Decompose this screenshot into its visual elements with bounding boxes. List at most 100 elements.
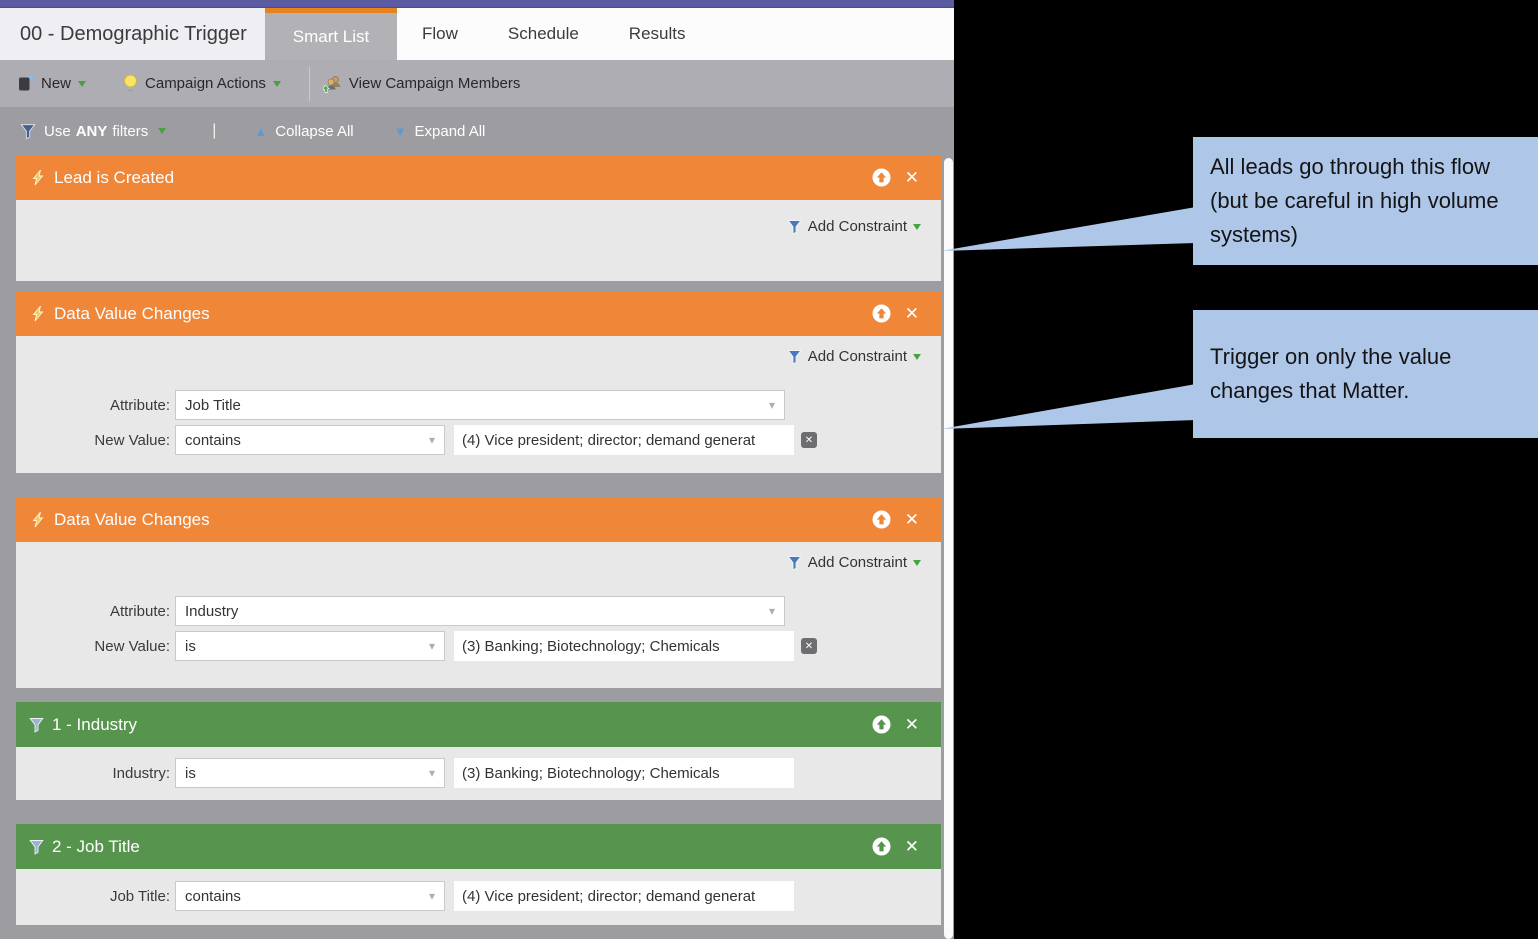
people-add-icon: [322, 75, 342, 93]
filter-value-row: Industry: is ▾ (3) Banking; Biotechnolog…: [16, 758, 794, 788]
select-value: Industry: [185, 602, 239, 620]
select-value: Job Title: [185, 396, 241, 414]
dropdown-arrow-icon: [913, 353, 921, 360]
toolbar-divider: [308, 66, 310, 101]
tab-flow[interactable]: Flow: [397, 8, 483, 60]
chevron-down-icon: ▾: [428, 639, 435, 653]
tab-schedule[interactable]: Schedule: [483, 8, 604, 60]
add-constraint-label: Add Constraint: [807, 218, 907, 235]
value-field[interactable]: (4) Vice president; director; demand gen…: [454, 881, 794, 911]
delete-card-button[interactable]: ✕: [904, 837, 919, 856]
dropdown-arrow-icon: [272, 80, 281, 87]
campaign-actions-button[interactable]: Campaign Actions: [123, 74, 281, 93]
move-to-top-button[interactable]: [872, 304, 891, 323]
select-value: contains: [185, 887, 241, 905]
tab-label: Flow: [422, 24, 458, 43]
chevron-down-icon: ▾: [768, 398, 775, 412]
dropdown-arrow-icon: [158, 128, 167, 134]
view-campaign-members-button[interactable]: View Campaign Members: [322, 75, 520, 93]
new-button[interactable]: New: [18, 75, 87, 92]
funnel-icon: [20, 123, 36, 140]
field-label: Job Title:: [109, 887, 170, 905]
callout-tail: [941, 207, 1196, 251]
card-header[interactable]: Lead is Created ✕: [16, 155, 941, 200]
use-label: Use: [44, 122, 71, 140]
card-title: Lead is Created: [54, 167, 175, 187]
collapse-all-button[interactable]: ▲ Collapse All: [254, 123, 353, 140]
delete-card-button[interactable]: ✕: [904, 304, 919, 323]
chevron-down-icon: ▾: [428, 433, 435, 447]
trigger-card-data-value-changes-industry: Data Value Changes ✕ Add Constraint: [16, 497, 941, 688]
new-label: New: [41, 75, 72, 92]
operator-select[interactable]: is ▾: [175, 758, 445, 788]
toolbar: New Campaign Actions: [0, 60, 954, 107]
lightning-icon: [29, 169, 46, 186]
delete-card-button[interactable]: ✕: [904, 715, 919, 734]
operator-select[interactable]: contains ▾: [175, 881, 445, 911]
move-to-top-button[interactable]: [872, 715, 891, 734]
card-body: Add Constraint: [16, 200, 941, 281]
operator-select[interactable]: is ▾: [175, 631, 445, 661]
triangle-down-icon: ▼: [393, 123, 407, 139]
add-constraint-button[interactable]: Add Constraint: [787, 554, 921, 571]
funnel-icon: [29, 717, 44, 733]
page-title: 00 - Demographic Trigger: [0, 8, 265, 60]
filters-label: filters: [112, 122, 149, 140]
move-to-top-button[interactable]: [872, 510, 891, 529]
select-value: contains: [185, 431, 241, 449]
expand-all-label: Expand All: [414, 122, 486, 140]
add-constraint-label: Add Constraint: [807, 348, 907, 365]
filter-card-job-title: 2 - Job Title ✕ Job Title: contains ▾ (4…: [16, 824, 941, 925]
card-body: Add Constraint Attribute: Job Title ▾ Ne…: [16, 336, 941, 473]
move-to-top-button[interactable]: [872, 837, 891, 856]
dropdown-arrow-icon: [78, 80, 87, 87]
card-title: Data Value Changes: [54, 303, 210, 323]
card-header[interactable]: Data Value Changes ✕: [16, 497, 941, 542]
funnel-plus-icon: [787, 349, 802, 365]
tab-label: Results: [628, 24, 686, 43]
clear-value-button[interactable]: ✕: [801, 638, 817, 654]
tab-label: Schedule: [507, 24, 579, 43]
callout-tail: [941, 384, 1196, 429]
scrollbar[interactable]: [944, 158, 953, 939]
funnel-icon: [29, 839, 44, 855]
add-constraint-button[interactable]: Add Constraint: [787, 218, 921, 235]
attribute-select[interactable]: Job Title ▾: [175, 390, 785, 420]
value-field[interactable]: (4) Vice president; director; demand gen…: [454, 425, 794, 455]
add-constraint-button[interactable]: Add Constraint: [787, 348, 921, 365]
card-body: Industry: is ▾ (3) Banking; Biotechnolog…: [16, 747, 941, 800]
field-label: New Value:: [94, 431, 170, 449]
lightning-icon: [29, 511, 46, 528]
trigger-card-data-value-changes-job-title: Data Value Changes ✕ Add Constraint: [16, 291, 941, 473]
tab-label: Smart List: [292, 26, 370, 46]
triangle-up-icon: ▲: [254, 123, 268, 139]
operator-select[interactable]: contains ▾: [175, 425, 445, 455]
tab-smart-list[interactable]: Smart List: [265, 8, 397, 60]
expand-all-button[interactable]: ▼ Expand All: [394, 123, 486, 140]
card-title: Data Value Changes: [54, 509, 210, 529]
attribute-select[interactable]: Industry ▾: [175, 596, 785, 626]
collapse-all-label: Collapse All: [275, 122, 354, 140]
dropdown-arrow-icon: [913, 223, 921, 230]
tab-results[interactable]: Results: [604, 8, 711, 60]
value-field[interactable]: (3) Banking; Biotechnology; Chemicals: [454, 631, 794, 661]
card-header[interactable]: 2 - Job Title ✕: [16, 824, 941, 869]
select-value: is: [185, 637, 196, 655]
filter-rule-bar: Use ANY filters | ▲ Collapse All ▼ Expan…: [0, 107, 954, 155]
trigger-card-lead-is-created: Lead is Created ✕ Add Constraint: [16, 155, 941, 281]
filter-mode-value: ANY: [75, 122, 108, 140]
divider: |: [212, 122, 217, 139]
move-to-top-button[interactable]: [872, 168, 891, 187]
value-field[interactable]: (3) Banking; Biotechnology; Chemicals: [454, 758, 794, 788]
use-any-filters-dropdown[interactable]: Use ANY filters: [44, 122, 167, 140]
clear-value-button[interactable]: ✕: [801, 432, 817, 448]
delete-card-button[interactable]: ✕: [904, 510, 919, 529]
card-header[interactable]: Data Value Changes ✕: [16, 291, 941, 336]
field-label: Attribute:: [109, 396, 170, 414]
notebook-icon: [18, 75, 34, 92]
delete-card-button[interactable]: ✕: [904, 168, 919, 187]
field-label: Attribute:: [109, 602, 170, 620]
filter-card-industry: 1 - Industry ✕ Industry: is ▾ (3) Bankin…: [16, 702, 941, 800]
marketo-smart-campaign-window: 00 - Demographic Trigger Smart List Flow…: [0, 0, 954, 939]
card-header[interactable]: 1 - Industry ✕: [16, 702, 941, 747]
